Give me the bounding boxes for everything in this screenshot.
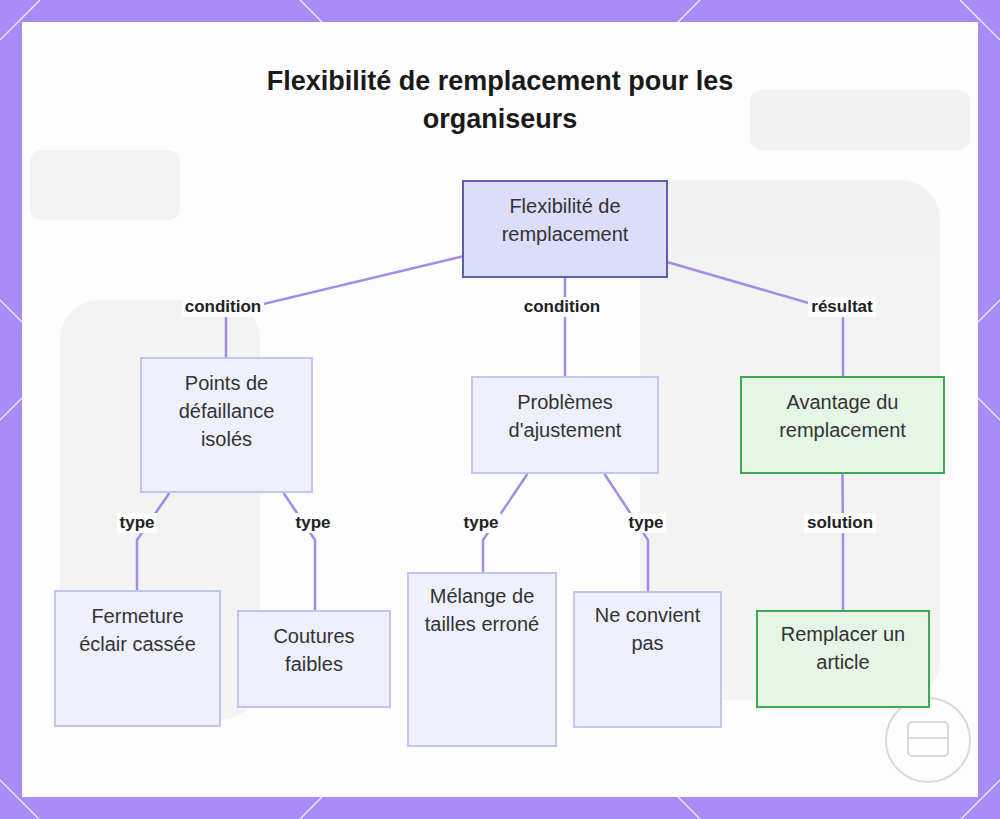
result-box: Avantage du remplacement — [740, 376, 945, 474]
condition-box: Points de défaillance isolés — [140, 357, 313, 493]
solution-box: Remplacer un article — [756, 610, 930, 708]
node-text: Mélange de tailles erroné — [421, 582, 543, 638]
type-box: Fermeture éclair cassée — [54, 590, 221, 727]
node-text: Fermeture éclair cassée — [68, 602, 207, 658]
node-text: Points de défaillance isolés — [154, 369, 299, 453]
edge-label: condition — [521, 297, 603, 317]
faded-background-picture — [30, 90, 970, 720]
edge-label: type — [293, 513, 334, 533]
connector-line — [841, 474, 844, 610]
node-text: Flexibilité de remplacement — [476, 192, 654, 248]
logo-watermark — [886, 698, 970, 782]
type-box: Ne convient pas — [573, 591, 722, 728]
node-text: Ne convient pas — [587, 601, 708, 657]
node-text: Avantage du remplacement — [754, 388, 931, 444]
edge-label: type — [461, 513, 502, 533]
connector-line — [137, 493, 169, 590]
white-panel — [22, 22, 978, 797]
node-text: Coutures faibles — [251, 622, 377, 678]
type-box: Mélange de tailles erroné — [407, 572, 557, 747]
condition-box: Problèmes d'ajustement — [471, 376, 659, 474]
connector-line — [284, 493, 315, 610]
edge-label: condition — [182, 297, 264, 317]
root-box: Flexibilité de remplacement — [462, 180, 668, 278]
diagram-title: Flexibilité de remplacement pour les org… — [220, 62, 780, 138]
node-text: Problèmes d'ajustement — [485, 388, 645, 444]
type-box: Coutures faibles — [237, 610, 391, 708]
connector-line — [668, 262, 843, 376]
edge-label: solution — [804, 513, 876, 533]
node-text: Remplacer un article — [770, 620, 916, 676]
edge-label: résultat — [808, 297, 875, 317]
edge-label: type — [117, 513, 158, 533]
connector-line — [564, 278, 567, 376]
edge-label: type — [626, 513, 667, 533]
